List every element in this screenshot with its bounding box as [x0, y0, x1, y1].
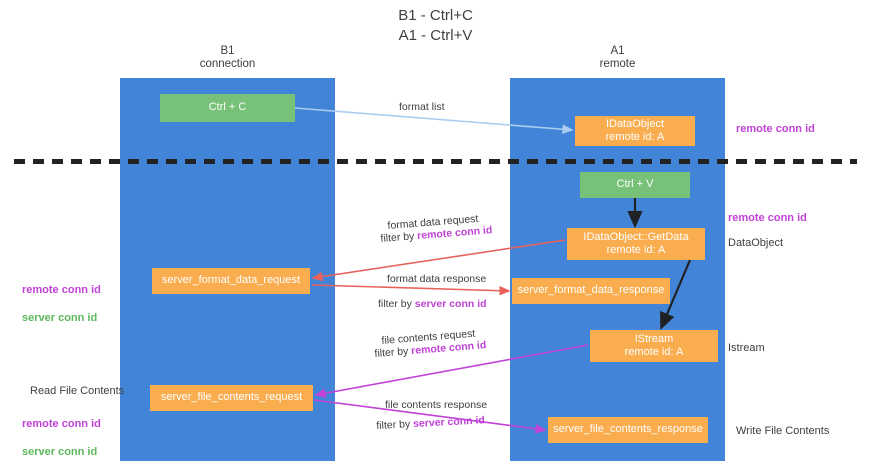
filter-prefix-4: filter by	[376, 418, 414, 432]
annotation-conn-ids-bottom: remote conn id server conn id	[22, 403, 101, 459]
annotation-remote-conn-id-mid: remote conn id	[728, 212, 807, 224]
edge-label-format-list: format list	[399, 101, 445, 113]
filter-prefix-2: filter by	[378, 298, 415, 310]
annotation-server-conn-id-left-top: server conn id	[22, 312, 98, 324]
phase-divider	[14, 159, 857, 164]
node-server-format-data-response[interactable]: server_format_data_response	[512, 278, 670, 304]
page-title: B1 - Ctrl+C A1 - Ctrl+V	[398, 7, 473, 44]
node-idataobject-getdata[interactable]: IDataObject::GetData remote id: A	[567, 228, 705, 260]
node-istream[interactable]: IStream remote id: A	[590, 330, 718, 362]
node-ctrl-c[interactable]: Ctrl + C	[160, 94, 295, 122]
annotation-remote-conn-id-left-bottom: remote conn id	[22, 418, 101, 430]
annotation-dataobject: DataObject	[728, 237, 784, 249]
node-server-file-contents-response[interactable]: server_file_contents_response	[548, 417, 708, 443]
filter-value-server-1: server conn id	[414, 298, 487, 310]
node-idataobject[interactable]: IDataObject remote id: A	[575, 116, 695, 146]
annotation-conn-ids-top: remote conn id server conn id	[22, 269, 101, 325]
annotation-write-file-contents: Write File Contents	[736, 425, 830, 437]
node-ctrl-v[interactable]: Ctrl + V	[580, 172, 690, 198]
filter-prefix-3: filter by	[374, 345, 412, 360]
filter-prefix-1: filter by	[380, 230, 418, 245]
annotation-read-file-contents: Read File Contents	[30, 385, 125, 397]
annotation-remote-conn-id-left-top: remote conn id	[22, 284, 101, 296]
annotation-istream: Istream	[728, 342, 765, 354]
edge-label-file-contents-response: file contents response	[385, 399, 488, 411]
annotation-server-conn-id-left-bottom: server conn id	[22, 446, 98, 458]
lane-header-b1: B1 connection	[199, 45, 256, 70]
edge-label-filter-server-1: filter by server conn id	[378, 297, 487, 311]
node-server-format-data-request[interactable]: server_format_data_request	[152, 268, 310, 294]
lane-header-a1: A1 remote	[599, 45, 636, 70]
annotation-remote-conn-id-top: remote conn id	[736, 123, 815, 135]
filter-value-server-2: server conn id	[412, 414, 486, 431]
edge-label-format-data-response: format data response	[387, 273, 487, 285]
node-server-file-contents-request[interactable]: server_file_contents_request	[150, 385, 313, 411]
